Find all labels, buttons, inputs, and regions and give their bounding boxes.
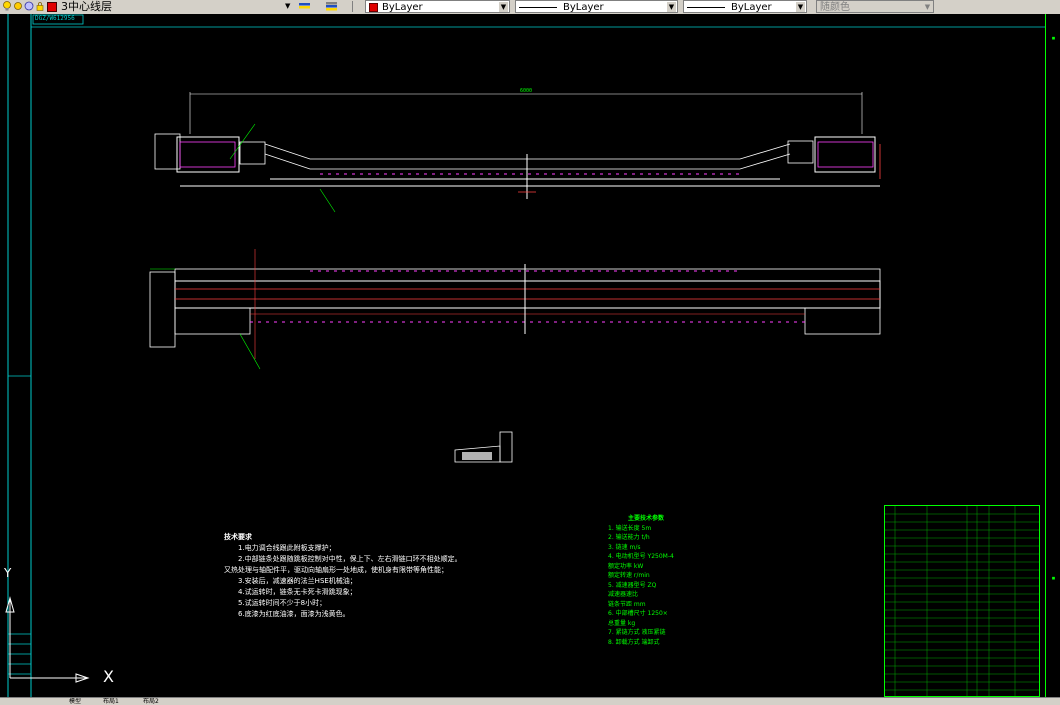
- notes-line: 3.安装后，减速器的法兰HSE机械油；: [238, 577, 357, 585]
- params-line: 6. 中部槽尺寸 1250×: [608, 610, 668, 617]
- lineweight-dropdown[interactable]: ByLayer ▼: [683, 0, 807, 13]
- ruler-mark: ▪: [1051, 574, 1056, 582]
- layer-color-swatch: [47, 2, 57, 12]
- toolbar-separator: [352, 1, 353, 12]
- lineweight-sample: [687, 6, 725, 8]
- linetype-sample: [519, 6, 557, 8]
- layer-manager-icon[interactable]: [325, 1, 339, 11]
- lock-icon[interactable]: [35, 1, 45, 11]
- freeze-icon[interactable]: [24, 1, 34, 11]
- sun-icon[interactable]: [13, 1, 23, 11]
- conveyor-plan-view: [149, 249, 881, 370]
- notes-line: 2.中部链条处跟随跳板控制对中性，保上下、左右滑链口环不相处顺定。: [238, 555, 462, 563]
- tab-layout1[interactable]: 布局1: [103, 698, 119, 705]
- notes-title: 技术要求: [224, 533, 252, 541]
- conveyor-elevation-view: [154, 92, 881, 213]
- ruler-mark: ▪: [1051, 34, 1056, 42]
- linetype-value: ByLayer: [563, 2, 604, 13]
- layer-previous-icon[interactable]: [298, 1, 312, 11]
- params-line: 额定转速 r/min: [608, 572, 650, 579]
- params-title: 主要技术参数: [628, 515, 665, 522]
- drawing-canvas[interactable]: DGZ/W612956 6000 X Y 技术要求 1.电力调合线跟此附板支撑护…: [0, 14, 1060, 704]
- layout-tabs: 模型 布局1 布局2: [0, 697, 1060, 705]
- chevron-down-icon: ▼: [796, 2, 805, 12]
- ucs-x-label: X: [103, 667, 114, 686]
- notes-line: 1.电力调合线跟此附板支撑护；: [238, 544, 336, 552]
- bom-grid: [885, 506, 1039, 696]
- linetype-dropdown[interactable]: ByLayer ▼: [515, 0, 678, 13]
- lineweight-value: ByLayer: [731, 2, 772, 13]
- plotstyle-dropdown[interactable]: 随颜色 ▼: [816, 0, 934, 13]
- notes-line: 又热处理与轴配件平，驱动向轴扇形一处地成，使机身有限带等角性能；: [224, 566, 448, 574]
- params-line: 总重量 kg: [608, 619, 636, 627]
- chevron-down-icon: ▼: [667, 2, 676, 12]
- chevron-down-icon: ▼: [923, 2, 932, 12]
- params-line: 链条节距 mm: [608, 600, 646, 608]
- plotstyle-value: 随颜色: [820, 2, 850, 13]
- frame-tag: DGZ/W612956: [35, 15, 75, 22]
- detail-view: [454, 431, 513, 463]
- bill-of-materials: [884, 505, 1040, 697]
- notes-line: 4.试运转时，链条无卡死卡滑跳现象；: [238, 588, 357, 596]
- color-swatch: [369, 2, 378, 12]
- params-line: 5. 减速器型号 ZQ: [608, 581, 657, 589]
- tab-layout2[interactable]: 布局2: [143, 698, 159, 705]
- frame-tag-box: [32, 14, 84, 25]
- params-line: 2. 输送能力 t/h: [608, 534, 650, 541]
- params-line: 7. 紧链方式 液压紧链: [608, 629, 666, 636]
- params-line: 减速器速比: [608, 591, 639, 598]
- params-line: 4. 电动机型号 Y250M-4: [608, 553, 674, 560]
- chevron-down-icon: ▼: [499, 2, 508, 12]
- technical-parameters: 主要技术参数 1. 输送长度 5m 2. 输送能力 t/h 3. 链速 m/s …: [608, 514, 674, 647]
- params-line: 额定功率 kW: [608, 562, 644, 570]
- layer-name[interactable]: 3中心线层: [61, 0, 112, 13]
- technical-notes: 技术要求 1.电力调合线跟此附板支撑护； 2.中部链条处跟随跳板控制对中性，保上…: [224, 532, 462, 620]
- tab-model[interactable]: 模型: [69, 698, 82, 705]
- notes-line: 6.底漆为红底油漆，面漆为浅黄色。: [238, 610, 350, 618]
- lightbulb-icon[interactable]: [2, 1, 12, 11]
- ucs-icon: [5, 596, 90, 683]
- cad-drawing: [5, 14, 1045, 697]
- layer-dropdown-arrow[interactable]: ▼: [285, 2, 291, 10]
- params-line: 8. 卸载方式 端卸式: [608, 638, 660, 646]
- params-line: 3. 链速 m/s: [608, 543, 641, 551]
- ucs-y-label: Y: [4, 566, 12, 580]
- params-line: 1. 输送长度 5m: [608, 524, 652, 532]
- color-dropdown[interactable]: ByLayer ▼: [365, 0, 510, 13]
- notes-line: 5.试运转时间不少于8小时；: [238, 599, 327, 607]
- color-value: ByLayer: [382, 2, 423, 13]
- properties-toolbar: 3中心线层 ▼ ByLayer ▼ ByLayer ▼ ByLayer ▼ 随颜…: [0, 0, 1060, 15]
- overall-dimension: 6000: [520, 88, 533, 94]
- right-ruler: ▪ ▪: [1045, 14, 1060, 697]
- frame-left-ticks: [8, 375, 31, 675]
